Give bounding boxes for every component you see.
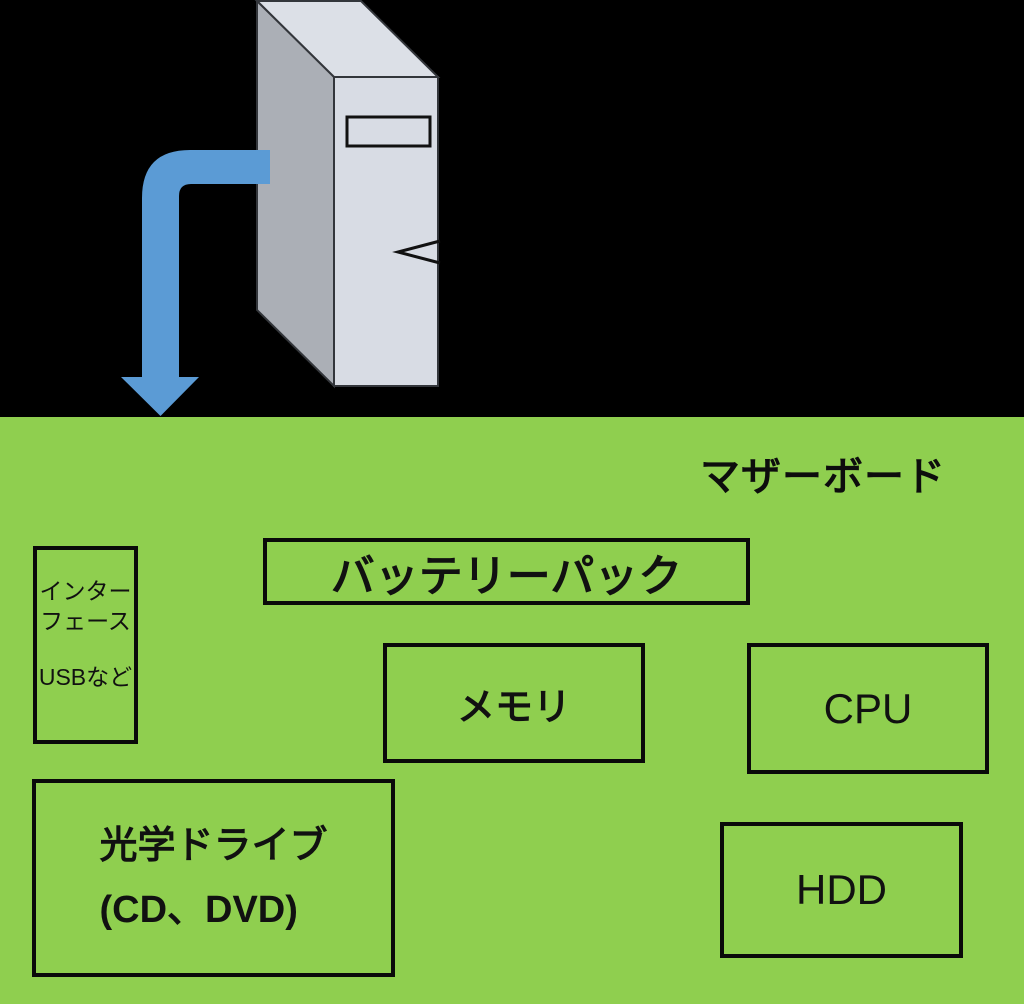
cpu-label: CPU (823, 684, 913, 732)
memory-box: メモリ (383, 643, 645, 763)
memory-label: メモリ (456, 686, 571, 729)
hdd-box: HDD (720, 822, 963, 958)
desktop-tower-illustration (121, 0, 441, 416)
tower-drive-bay (345, 115, 432, 148)
motherboard-region (0, 417, 1024, 1004)
optical-drive-line-1: 光学ドライブ (99, 825, 328, 867)
down-arrow-icon (121, 150, 270, 416)
hdd-label: HDD (796, 866, 887, 913)
optical-drive-box: 光学ドライブ (CD、DVD) (32, 779, 395, 977)
optical-drive-label: 光学ドライブ (CD、DVD) (99, 814, 327, 942)
optical-drive-line-2: (CD、DVD) (99, 889, 298, 931)
interface-line-3: USBなど (38, 664, 133, 690)
battery-pack-label: バッテリーパック (330, 551, 683, 601)
interface-box: インター フェース USBなど (33, 546, 138, 744)
motherboard-title: マザーボード (700, 455, 946, 499)
interface-label: インター フェース USBなど (37, 576, 134, 692)
interface-line-1: インター (39, 578, 132, 604)
cpu-box: CPU (747, 643, 989, 774)
battery-pack-box: バッテリーパック (263, 538, 750, 605)
interface-line-2: フェース (40, 608, 131, 634)
tower-eject-icon (392, 239, 441, 265)
interface-blank-line (37, 636, 134, 662)
